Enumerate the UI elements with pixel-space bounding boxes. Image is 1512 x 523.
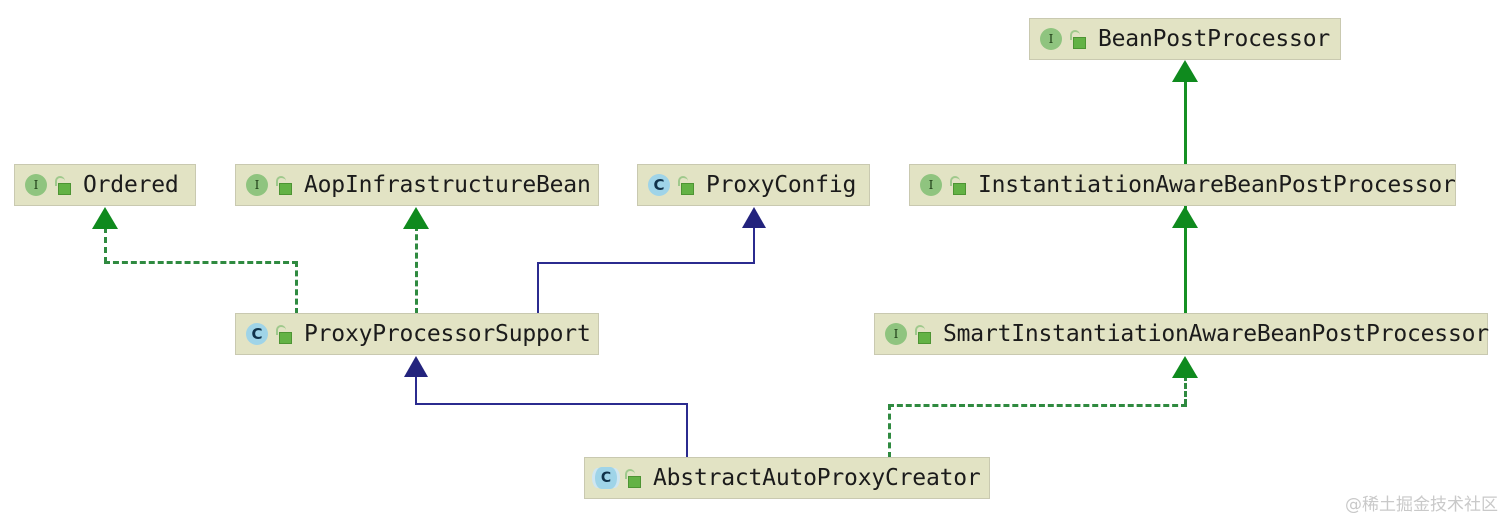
class-node-bean-post-processor[interactable]: I BeanPostProcessor [1029, 18, 1341, 60]
interface-icon: I [246, 174, 268, 196]
class-node-instantiation-aware-bean-post-processor[interactable]: I InstantiationAwareBeanPostProcessor [909, 164, 1456, 206]
edge-aapc-to-smart-vertical-right [1184, 375, 1187, 405]
unlocked-padlock-icon [1069, 30, 1086, 49]
node-icon-group: I [1040, 28, 1086, 50]
edge-pps-to-ordered-vertical-left [104, 227, 107, 263]
class-node-smart-instantiation-aware-bean-post-processor[interactable]: I SmartInstantiationAwareBeanPostProcess… [874, 313, 1489, 355]
edge-pps-to-ordered-vertical-right [295, 261, 298, 314]
unlocked-padlock-icon [949, 176, 966, 195]
abstract-class-icon: C [595, 467, 617, 489]
edge-pps-to-proxyconfig-horizontal [537, 262, 755, 264]
node-icon-group: C [595, 467, 641, 489]
edge-aapc-to-pps-vertical-left [415, 375, 417, 405]
interface-icon: I [25, 174, 47, 196]
interface-icon: I [920, 174, 942, 196]
node-icon-group: C [246, 323, 292, 345]
edge-aapc-to-smart-horizontal [888, 404, 1187, 407]
unlocked-padlock-icon [275, 176, 292, 195]
edge-aapc-to-pps-vertical-right [686, 403, 688, 458]
node-icon-group: I [885, 323, 931, 345]
class-node-proxy-processor-support[interactable]: C ProxyProcessorSupport [235, 313, 599, 355]
class-node-label: InstantiationAwareBeanPostProcessor [978, 172, 1456, 198]
node-icon-group: I [246, 174, 292, 196]
edge-pps-to-aopinfrastructurebean-vertical [415, 225, 418, 314]
edge-pps-to-ordered-arrowhead [92, 207, 118, 229]
node-icon-group: C [648, 174, 694, 196]
class-node-label: BeanPostProcessor [1098, 26, 1331, 52]
edge-aapc-to-smart-vertical-left [888, 404, 891, 458]
unlocked-padlock-icon [677, 176, 694, 195]
unlocked-padlock-icon [275, 325, 292, 344]
edge-aapc-to-pps-horizontal [415, 403, 688, 405]
edge-aapc-to-pps-arrowhead [404, 356, 428, 377]
edge-smart-to-beanpostprocessor-arrowhead [1172, 60, 1198, 82]
class-icon: C [246, 323, 268, 345]
class-node-label: AbstractAutoProxyCreator [653, 465, 981, 491]
class-node-ordered[interactable]: I Ordered [14, 164, 196, 206]
node-icon-group: I [920, 174, 966, 196]
node-icon-group: I [25, 174, 71, 196]
edge-pps-to-aopinfrastructurebean-arrowhead [403, 207, 429, 229]
edge-pps-to-proxyconfig-vertical-left [537, 262, 539, 314]
interface-icon: I [1040, 28, 1062, 50]
edge-pps-to-ordered-horizontal [104, 261, 298, 264]
class-node-label: SmartInstantiationAwareBeanPostProcessor [943, 321, 1489, 347]
class-node-label: ProxyProcessorSupport [304, 321, 591, 347]
class-node-proxy-config[interactable]: C ProxyConfig [637, 164, 870, 206]
edge-smart-to-instantiationaware-vertical [1184, 224, 1187, 314]
class-node-label: AopInfrastructureBean [304, 172, 591, 198]
class-icon: C [648, 174, 670, 196]
watermark-text: @稀土掘金技术社区 [1345, 495, 1498, 515]
unlocked-padlock-icon [914, 325, 931, 344]
unlocked-padlock-icon [54, 176, 71, 195]
edge-pps-to-proxyconfig-arrowhead [742, 207, 766, 228]
class-node-label: Ordered [83, 172, 179, 198]
interface-icon: I [885, 323, 907, 345]
unlocked-padlock-icon [624, 469, 641, 488]
class-node-label: ProxyConfig [706, 172, 857, 198]
class-node-abstract-auto-proxy-creator[interactable]: C AbstractAutoProxyCreator [584, 457, 990, 499]
edge-aapc-to-smart-arrowhead [1172, 356, 1198, 378]
class-node-aop-infrastructure-bean[interactable]: I AopInfrastructureBean [235, 164, 599, 206]
edge-pps-to-proxyconfig-vertical-right [753, 226, 755, 264]
edge-smart-to-instantiationaware-arrowhead [1172, 206, 1198, 228]
